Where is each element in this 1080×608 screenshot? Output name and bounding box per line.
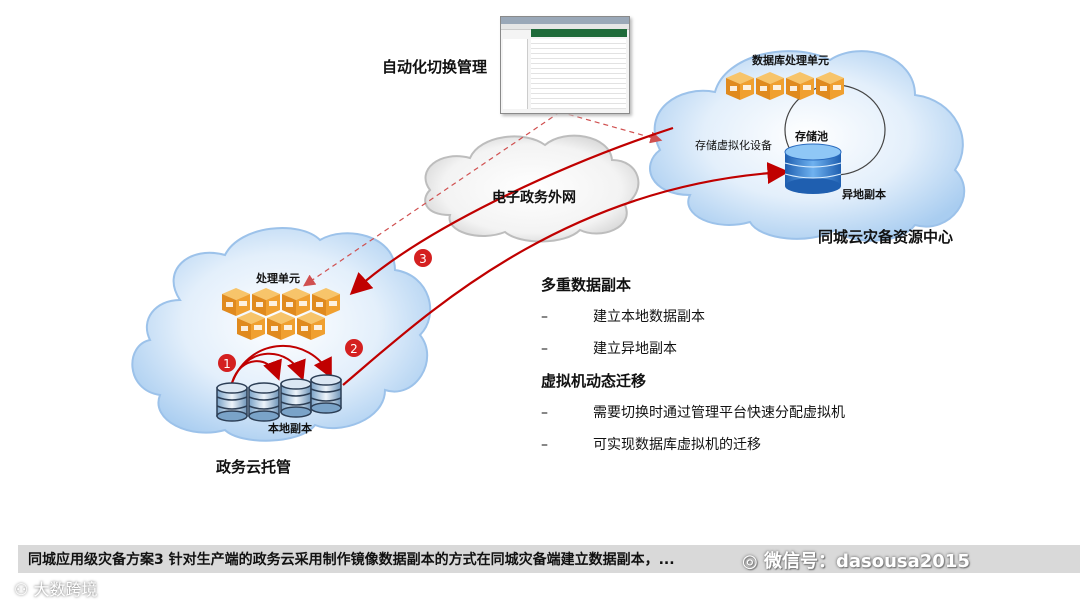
bullet-dash: –: [541, 437, 548, 453]
wechat-icon: ◎: [742, 551, 758, 572]
caption-text: 同城应用级灾备方案3 针对生产端的政务云采用制作镜像数据副本的方式在同城灾备端建…: [28, 552, 675, 568]
brand-watermark: ⚇ 大数跨境: [14, 576, 97, 600]
list-item-text: 建立本地数据副本: [593, 309, 705, 325]
brand-watermark-text: 大数跨境: [33, 580, 98, 599]
arrow-3-migration: [349, 126, 674, 295]
feature-list: 多重数据副本 – 建立本地数据副本 – 建立异地副本 虚拟机动态迁移 – 需要切…: [541, 274, 921, 466]
wechat-watermark: ◎ 微信号：dasousa2015: [742, 547, 970, 573]
svg-text:1: 1: [223, 357, 231, 371]
section-heading: 多重数据副本: [541, 276, 632, 294]
egov-extranet-label: 电子政务外网: [492, 190, 576, 206]
gov-cloud-hosting-label: 政务云托管: [216, 458, 292, 476]
auto-switch-label: 自动化切换管理: [382, 58, 488, 76]
db-processing-unit-label: 数据库处理单元: [752, 54, 829, 67]
remote-replica-label: 异地副本: [842, 188, 886, 201]
list-item: – 可实现数据库虚拟机的迁移: [541, 434, 921, 466]
management-console-thumbnail: [500, 16, 630, 114]
svg-text:3: 3: [419, 252, 427, 266]
bullet-dash: –: [541, 309, 548, 325]
bullet-dash: –: [541, 405, 548, 421]
list-item-text: 需要切换时通过管理平台快速分配虚拟机: [593, 405, 845, 421]
svg-text:2: 2: [350, 342, 358, 356]
wechat-watermark-text: 微信号：dasousa2015: [764, 551, 970, 572]
arrow-2-remote-replica: [342, 162, 790, 386]
step-badge-2: 2: [345, 339, 363, 357]
list-item-text: 建立异地副本: [593, 341, 677, 357]
list-item-text: 可实现数据库虚拟机的迁移: [593, 437, 761, 453]
processing-unit-label: 处理单元: [256, 272, 300, 285]
section-heading: 虚拟机动态迁移: [541, 372, 647, 390]
storage-pool-label: 存储池: [795, 130, 828, 143]
storage-pool-icon: [784, 143, 842, 194]
local-replication-arrows: [231, 344, 332, 384]
step-badge-1: 1: [218, 354, 236, 372]
list-item: – 需要切换时通过管理平台快速分配虚拟机: [541, 402, 921, 434]
step-badge-3: 3: [414, 249, 432, 267]
caption-bar: 同城应用级灾备方案3 针对生产端的政务云采用制作镜像数据副本的方式在同城灾备端建…: [18, 545, 1080, 573]
dr-center-label: 同城云灾备资源中心: [818, 228, 954, 246]
brand-logo-icon: ⚇: [14, 580, 29, 599]
bullet-dash: –: [541, 341, 548, 357]
local-replica-label: 本地副本: [268, 422, 312, 435]
storage-virtualization-label: 存储虚拟化设备: [695, 139, 772, 152]
list-item: – 建立异地副本: [541, 338, 921, 370]
mgmt-dashed-arrow-left: [303, 111, 561, 287]
list-item: – 建立本地数据副本: [541, 306, 921, 338]
